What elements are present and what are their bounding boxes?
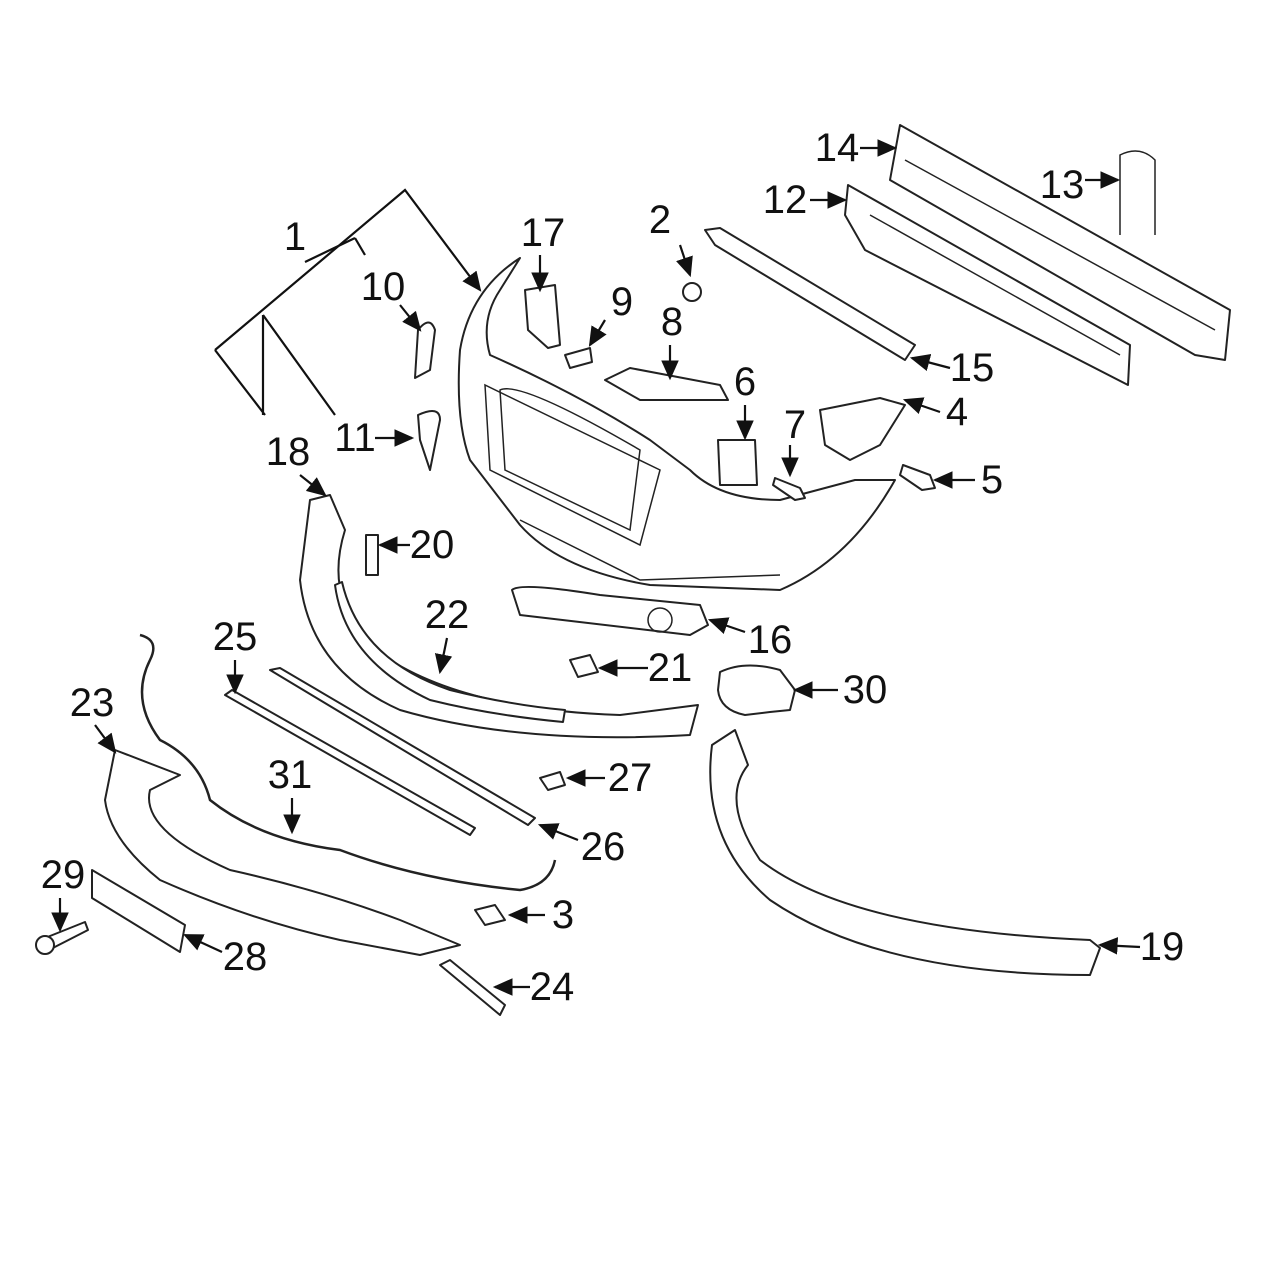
- callout-10: 10: [360, 265, 406, 309]
- callout-19: 19: [1139, 925, 1185, 969]
- part-31-wiring-harness: [139, 633, 557, 892]
- part-5-bolt: [899, 464, 936, 491]
- part-26-seal-strip: [269, 667, 536, 826]
- part-7-bolt: [772, 477, 806, 501]
- callout-16: 16: [747, 618, 793, 662]
- part-13-u-bracket: [1119, 150, 1156, 235]
- part-17-bracket: [524, 284, 561, 349]
- part-28-license-plate-bracket: [91, 869, 186, 953]
- callout-20: 20: [409, 523, 455, 567]
- callout-9: 9: [610, 280, 634, 324]
- callout-22: 22: [424, 593, 470, 637]
- callout-8: 8: [660, 300, 684, 344]
- callout-14: 14: [814, 126, 860, 170]
- part-1-bumper-cover: [457, 257, 896, 591]
- part-14-bumper-reinforcement: [889, 124, 1231, 361]
- callout-12: 12: [762, 178, 808, 222]
- part-20-bolt: [365, 534, 379, 576]
- callout-25: 25: [212, 615, 258, 659]
- part-27-clip: [539, 771, 566, 791]
- part-19-spoiler: [709, 729, 1101, 976]
- callout-23: 23: [69, 681, 115, 725]
- part-21-clip: [569, 654, 599, 678]
- leader-lines: [51, 139, 1141, 996]
- callout-2: 2: [648, 198, 672, 242]
- part-10-headlamp-washer-cover: [414, 321, 436, 379]
- part-9-screw: [564, 347, 593, 369]
- callout-31: 31: [267, 753, 313, 797]
- part-2-clip: [682, 282, 702, 302]
- part-4-side-bracket: [819, 397, 906, 461]
- callout-17: 17: [520, 211, 566, 255]
- part-16-fog-lamp-grille: [511, 585, 709, 636]
- callout-27: 27: [607, 756, 653, 800]
- callout-11: 11: [334, 416, 376, 460]
- callout-13: 13: [1039, 163, 1085, 207]
- callout-3: 3: [551, 893, 575, 937]
- callout-7: 7: [783, 403, 807, 447]
- callout-15: 15: [949, 346, 995, 390]
- callout-28: 28: [222, 935, 268, 979]
- part-24-trim: [439, 959, 506, 1016]
- part-12-energy-absorber: [844, 184, 1131, 386]
- callout-5: 5: [980, 458, 1004, 502]
- callout-24: 24: [529, 965, 575, 1009]
- part-30-parking-sensor: [717, 664, 796, 716]
- part-23-undertray: [104, 749, 461, 956]
- callout-26: 26: [580, 825, 626, 869]
- callout-6: 6: [733, 360, 757, 404]
- callout-18: 18: [265, 430, 311, 474]
- part-8-bracket: [604, 367, 729, 401]
- callout-29: 29: [40, 853, 86, 897]
- callout-30: 30: [842, 668, 888, 712]
- part-6-bracket: [717, 439, 758, 486]
- callout-1: 1: [283, 215, 307, 259]
- part-15-upper-grille: [704, 227, 916, 361]
- part-11-trim: [417, 410, 441, 471]
- part-3-clip: [474, 904, 506, 926]
- part-22-trim-strip: [334, 581, 566, 723]
- callout-4: 4: [945, 390, 969, 434]
- callout-21: 21: [647, 646, 693, 690]
